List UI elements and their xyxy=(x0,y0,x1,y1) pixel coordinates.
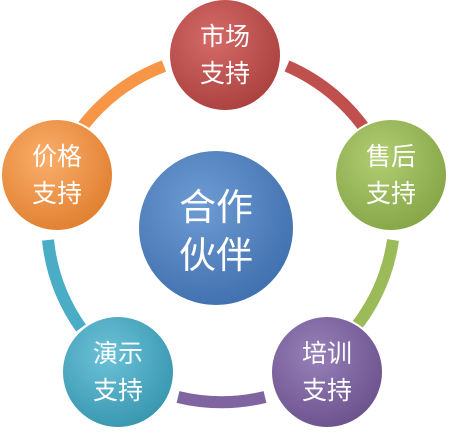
demo-support-circle xyxy=(61,315,175,429)
market-support-line2: 支持 xyxy=(200,59,250,88)
market-support-line1: 市场 xyxy=(200,22,250,51)
node-after-sales-support: 售后 支持 xyxy=(334,118,448,232)
arc-market-to-after-sales xyxy=(284,60,377,142)
arc-price-to-market xyxy=(75,60,167,134)
center-label-line2: 伙伴 xyxy=(179,234,253,277)
market-support-circle xyxy=(168,0,282,112)
node-training-support: 培训 支持 xyxy=(270,315,384,429)
training-support-circle xyxy=(270,315,384,429)
training-support-line1: 培训 xyxy=(302,339,352,368)
arc-training-to-demo xyxy=(176,391,267,409)
after-sales-support-circle xyxy=(334,118,448,232)
training-support-line2: 支持 xyxy=(302,376,352,405)
price-support-circle xyxy=(0,118,114,232)
price-support-line1: 价格 xyxy=(32,142,82,171)
demo-support-line2: 支持 xyxy=(93,376,143,405)
demo-support-line1: 演示 xyxy=(93,339,143,368)
center-label-line1: 合作 xyxy=(179,186,253,229)
after-sales-support-line1: 售后 xyxy=(366,142,416,171)
center-circle xyxy=(137,149,295,307)
arc-demo-to-price xyxy=(42,239,86,332)
node-price-support: 价格 支持 xyxy=(0,118,114,232)
node-market-support: 市场 支持 xyxy=(168,0,282,112)
after-sales-support-line2: 支持 xyxy=(366,179,416,208)
center-node-partner: 合作 伙伴 xyxy=(137,149,295,307)
node-demo-support: 演示 支持 xyxy=(61,315,175,429)
price-support-line2: 支持 xyxy=(32,179,82,208)
arc-after-sales-to-training xyxy=(350,239,399,332)
